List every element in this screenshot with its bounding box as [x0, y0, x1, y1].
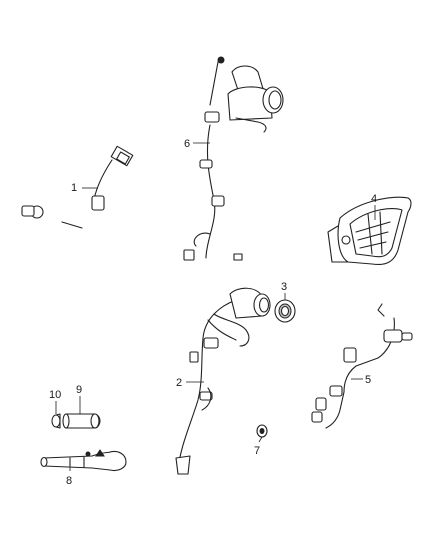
leader-7: [258, 436, 263, 443]
part-2-filler-tube-lower: [175, 287, 271, 475]
callout-2: 2: [176, 377, 182, 389]
part-3-grommet: [274, 299, 296, 323]
part-7-clip: [256, 424, 268, 438]
part-1-vapor-hose: [21, 145, 134, 230]
callout-10: 10: [49, 389, 61, 401]
callout-1: 1: [71, 182, 77, 194]
part-8-funnel-hose: [40, 449, 127, 472]
part-9-short-hose: [62, 413, 101, 429]
leader-lines: [55, 142, 376, 471]
callout-4: 4: [371, 193, 377, 205]
part-4-fuel-door: [327, 196, 412, 266]
part-5-vapor-hose: [311, 303, 413, 429]
callout-labels: 1 6 4 3 2 5 7 10 9 8: [49, 138, 377, 487]
callout-5: 5: [365, 374, 371, 386]
callout-6: 6: [184, 138, 190, 150]
callout-9: 9: [76, 384, 82, 396]
part-10-clamp: [51, 413, 61, 429]
part-6-filler-tube-upper: [183, 56, 284, 268]
callout-3: 3: [281, 281, 287, 293]
callout-8: 8: [66, 475, 72, 487]
callout-7: 7: [254, 445, 260, 457]
